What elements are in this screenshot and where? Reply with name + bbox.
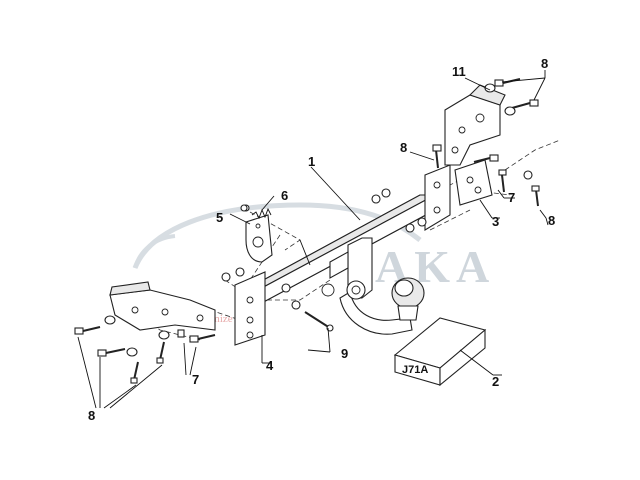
upper-right-bracket [444, 84, 506, 166]
bolt-9 [304, 311, 334, 332]
label-part-6: 6 [281, 188, 288, 203]
label-part-2: 2 [492, 374, 499, 389]
nut [417, 217, 427, 227]
nut [405, 223, 415, 233]
crossbar [244, 194, 436, 306]
nut [240, 204, 248, 212]
label-part-3: 3 [492, 214, 499, 229]
left-bracket [234, 271, 266, 346]
watermark-text: AKA [375, 241, 495, 292]
bolt [189, 334, 216, 343]
label-part-8-top: 8 [541, 56, 548, 71]
nut [221, 272, 231, 282]
box-code-label: J71A [402, 364, 428, 376]
label-part-1: 1 [308, 154, 315, 169]
part-labels: 1 2 3 4 5 6 7 7 8 8 8 8 9 11 [88, 56, 555, 423]
bolt [177, 329, 185, 338]
label-part-7-left: 7 [192, 372, 199, 387]
lower-left-plate [109, 281, 216, 331]
bolt [494, 78, 521, 87]
label-part-11: 11 [452, 64, 466, 79]
bolt [473, 154, 499, 163]
label-part-5: 5 [216, 210, 223, 225]
bolt [97, 348, 126, 357]
fasteners [74, 78, 540, 384]
nut [381, 188, 391, 198]
label-part-7-right: 7 [508, 190, 515, 205]
washer [504, 106, 516, 116]
label-part-4: 4 [266, 358, 274, 373]
bolt [531, 185, 540, 207]
bolt [498, 169, 507, 193]
bolt [74, 326, 101, 335]
label-part-8-mid: 8 [400, 140, 407, 155]
nut [235, 267, 245, 277]
label-part-8-bottom: 8 [88, 408, 95, 423]
washer [158, 330, 170, 340]
nut [291, 300, 301, 310]
bolt [511, 99, 539, 109]
bolt [130, 361, 139, 384]
leader-lines [77, 70, 549, 409]
nut [281, 283, 291, 293]
label-part-9: 9 [341, 346, 348, 361]
washer [126, 347, 138, 357]
tow-ball-neck [339, 277, 425, 335]
nut [523, 170, 533, 180]
right-bracket [424, 159, 493, 231]
parts-box: J71A [393, 317, 487, 387]
bolt [156, 341, 165, 364]
bolt [432, 144, 442, 169]
nut [371, 194, 381, 204]
washer [104, 315, 116, 325]
socket-plate [245, 214, 273, 263]
label-part-8-right: 8 [548, 213, 555, 228]
